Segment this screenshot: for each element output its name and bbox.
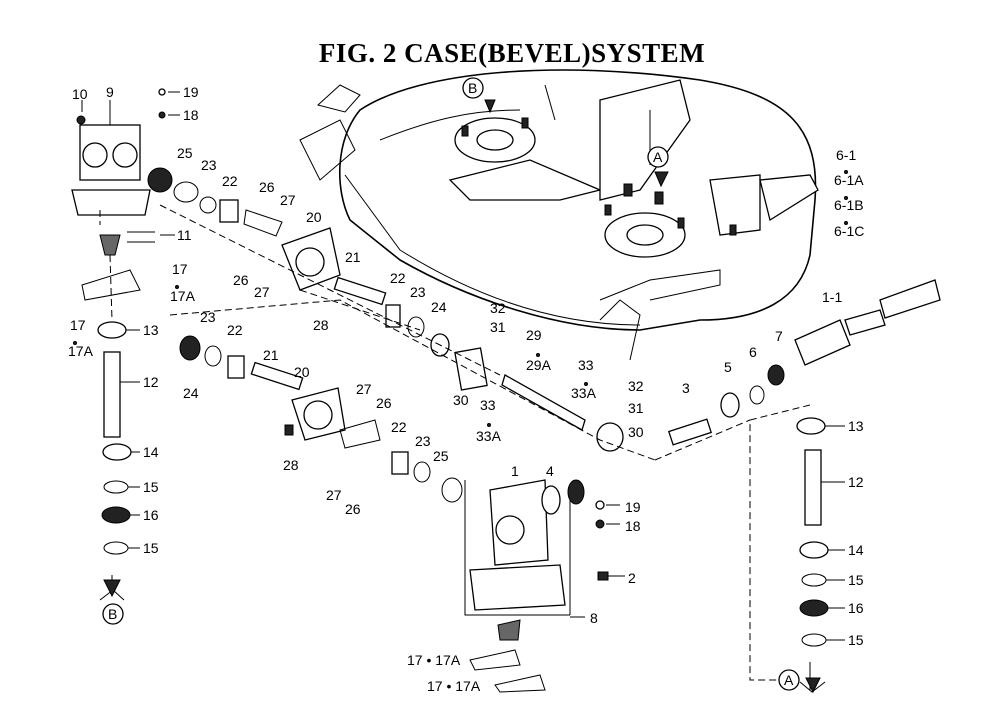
label-24a: 24	[431, 299, 447, 315]
label-28a: 28	[313, 317, 329, 333]
label-24b: 24	[183, 385, 199, 401]
label-33Ab: 33A	[571, 385, 597, 401]
label-8: 8	[590, 610, 598, 626]
label-12b: 12	[848, 474, 864, 490]
label-18b: 18	[625, 518, 641, 534]
label-6-1: 6-1	[836, 147, 856, 163]
label-13b: 13	[848, 418, 864, 434]
label-27a: 27	[280, 192, 296, 208]
label-6-1B: 6-1B	[834, 197, 864, 213]
label-33a: 33	[480, 397, 496, 413]
mower-deck	[299, 69, 819, 361]
marker-b-top: B	[462, 77, 496, 114]
label-26a: 26	[259, 179, 275, 195]
label-10: 10	[72, 86, 88, 102]
label-16b: 16	[848, 600, 864, 616]
label-22d: 22	[391, 419, 407, 435]
label-26c: 26	[376, 395, 392, 411]
lower-shaft-assembly	[179, 335, 463, 503]
label-31b: 31	[628, 400, 644, 416]
marker-b-bottom-label: B	[108, 606, 117, 622]
marker-b-label: B	[468, 80, 477, 96]
label-11: 11	[177, 227, 192, 243]
label-27d: 27	[326, 487, 342, 503]
assembly-guide-lines	[99, 204, 811, 681]
label-31a: 31	[490, 319, 506, 335]
label-21b: 21	[263, 347, 279, 363]
label-20b: 20	[294, 364, 310, 380]
label-26d: 26	[345, 501, 361, 517]
marker-a-bottom: A	[778, 669, 821, 694]
label-33Aa: 33A	[476, 428, 502, 444]
marker-a-top: A	[647, 146, 669, 188]
pto-driveline	[667, 279, 941, 446]
label-23c: 23	[200, 309, 216, 325]
label-14b: 14	[848, 542, 864, 558]
label-15b: 15	[143, 540, 159, 556]
left-spindle-assembly	[71, 88, 166, 625]
label-7: 7	[775, 328, 783, 344]
label-28b: 28	[283, 457, 299, 473]
label-22c: 22	[227, 322, 243, 338]
center-gearbox-assembly	[469, 479, 609, 693]
marker-a-label: A	[653, 149, 663, 165]
label-4: 4	[546, 463, 554, 479]
label-1: 1	[511, 463, 519, 479]
part-labels: 10 9 19 18 25 23 22 26 27 20 11 26 27 21…	[68, 84, 864, 694]
label-17A-a: 17A	[170, 288, 196, 304]
label-18a: 18	[183, 107, 199, 123]
label-21a: 21	[345, 249, 361, 265]
figure-title: FIG. 2 CASE(BEVEL)SYSTEM	[318, 38, 706, 68]
label-30b: 30	[628, 424, 644, 440]
label-25b: 25	[433, 448, 449, 464]
label-6-1A: 6-1A	[834, 172, 864, 188]
label-25a: 25	[177, 145, 193, 161]
label-29A: 29A	[526, 357, 552, 373]
label-29: 29	[526, 327, 542, 343]
label-13a: 13	[143, 322, 159, 338]
leader-lines	[81, 91, 845, 641]
label-17a: 17	[172, 261, 188, 277]
label-26b: 26	[233, 272, 249, 288]
label-19b: 19	[625, 499, 641, 515]
label-23b: 23	[410, 284, 426, 300]
label-23a: 23	[201, 157, 217, 173]
label-15c: 15	[848, 572, 864, 588]
label-23d: 23	[415, 433, 431, 449]
label-17-17A-a: 17 • 17A	[407, 652, 461, 668]
label-5: 5	[724, 359, 732, 375]
label-17A-b: 17A	[68, 343, 94, 359]
label-20a: 20	[306, 209, 322, 225]
label-9: 9	[106, 84, 114, 100]
label-16a: 16	[143, 507, 159, 523]
label-14a: 14	[143, 444, 159, 460]
label-6: 6	[749, 344, 757, 360]
label-2: 2	[628, 570, 636, 586]
right-spindle-assembly	[796, 417, 829, 693]
marker-b-bottom: B	[103, 579, 121, 622]
label-32b: 32	[628, 378, 644, 394]
label-19a: 19	[183, 84, 199, 100]
label-17b: 17	[70, 317, 86, 333]
label-12a: 12	[143, 374, 159, 390]
label-1-1: 1-1	[822, 289, 842, 305]
label-3: 3	[682, 380, 690, 396]
label-15a: 15	[143, 479, 159, 495]
label-30a: 30	[453, 392, 469, 408]
label-6-1C: 6-1C	[834, 223, 864, 239]
label-33b: 33	[578, 357, 594, 373]
label-32a: 32	[490, 300, 506, 316]
label-22b: 22	[390, 270, 406, 286]
label-17-17A-b: 17 • 17A	[427, 678, 481, 694]
label-22a: 22	[222, 173, 238, 189]
upper-shaft-assembly	[147, 167, 624, 452]
label-27b: 27	[254, 284, 270, 300]
label-27c: 27	[356, 381, 372, 397]
label-15d: 15	[848, 632, 864, 648]
marker-a-bottom-label: A	[784, 672, 794, 688]
